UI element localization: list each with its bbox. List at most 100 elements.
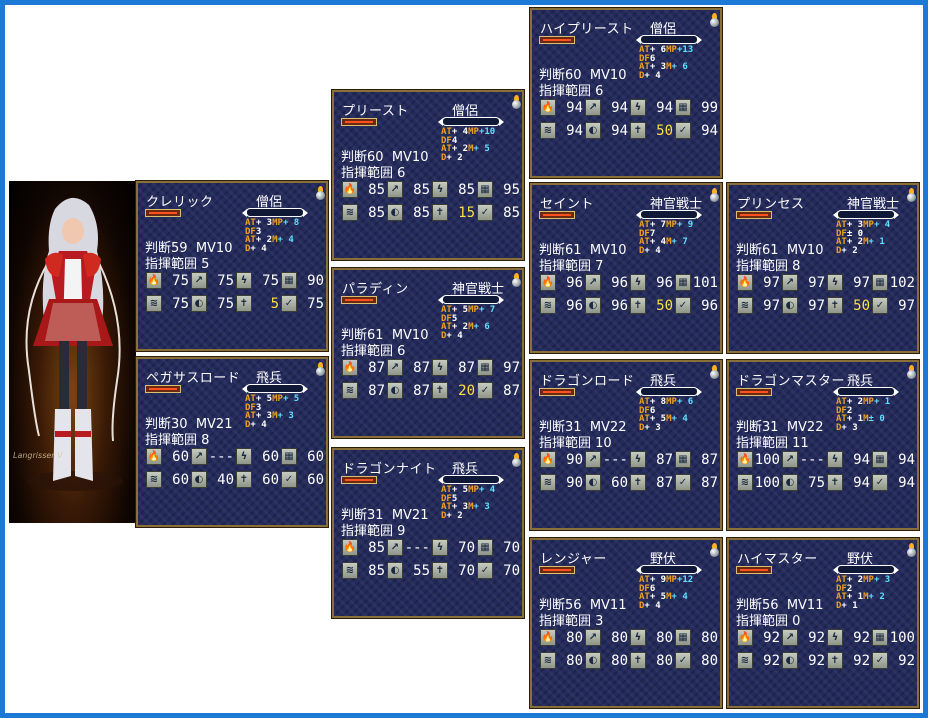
stat-row: ≋96◐96✝50✓96 <box>540 296 718 316</box>
class-card-dragonlord[interactable]: ドラゴンロード 飛兵 AT+ 8MP+ 6 DF6 AT+ 5M+ 4 D+ 3… <box>529 359 723 531</box>
class-card-cleric[interactable]: クレリック 僧侶 AT+ 3MP+ 8 DF3 AT+ 2M+ 4 D+ 4 判… <box>135 180 329 352</box>
block-icon: ▦ <box>872 274 888 291</box>
stat-value: 96 <box>656 275 673 291</box>
class-card-ranger[interactable]: レンジャー 野伏 AT+ 9MP+12 DF6 AT+ 5M+ 4 D+ 4 判… <box>529 537 723 709</box>
stat-value: 50 <box>656 123 673 139</box>
stat-value: 97 <box>763 275 780 291</box>
shield-icon: ✓ <box>675 122 691 139</box>
command-range: 指揮範囲 3 <box>539 614 604 629</box>
class-name: ハイマスター <box>737 552 818 567</box>
lightning-icon: ϟ <box>630 629 646 646</box>
stat-value: 101 <box>692 275 718 291</box>
stat-value: 80 <box>566 653 583 669</box>
class-card-pegasuslord[interactable]: ペガサスロード 飛兵 AT+ 5MP+ 5 DF3 AT+ 3M+ 3 D+ 4… <box>135 356 329 528</box>
range-left-arrow-icon <box>242 385 247 393</box>
cycle-icon: ◐ <box>782 297 798 314</box>
judgement-mv: 判断31 MV22 <box>736 420 824 435</box>
stat-value: --- <box>799 452 825 468</box>
stat-value: 96 <box>701 298 718 314</box>
cross-icon: ✝ <box>630 474 646 491</box>
block-icon: ▦ <box>675 99 691 116</box>
wind-icon: ≋ <box>737 297 753 314</box>
stat-value: 60 <box>172 472 189 488</box>
block-icon: ▦ <box>281 272 297 289</box>
stat-value: 94 <box>701 123 718 139</box>
stat-value: 94 <box>611 100 628 116</box>
stat-value: 87 <box>413 360 430 376</box>
command-range: 指揮範囲 9 <box>341 524 406 539</box>
class-card-priest[interactable]: プリースト 僧侶 AT+ 4MP+10 DF4 AT+ 2M+ 5 D+ 2 判… <box>331 89 525 261</box>
stat-value: 96 <box>566 298 583 314</box>
charge-icon: ↗ <box>585 274 601 291</box>
shield-icon: ✓ <box>872 652 888 669</box>
command-range: 指揮範囲 8 <box>145 433 210 448</box>
cycle-icon: ◐ <box>585 474 601 491</box>
stat-value: 5 <box>270 296 279 312</box>
stat-value: 75 <box>172 273 189 289</box>
cross-icon: ✝ <box>827 297 843 314</box>
stat-value: 70 <box>458 540 475 556</box>
orb-icon <box>314 362 326 379</box>
stat-value: 85 <box>413 205 430 221</box>
orb-icon <box>510 453 522 470</box>
range-bar <box>640 565 698 574</box>
stat-value: 55 <box>413 563 430 579</box>
hp-bar-icon <box>736 211 772 219</box>
wind-icon: ≋ <box>540 297 556 314</box>
stat-value: 90 <box>566 475 583 491</box>
stat-value: 100 <box>754 475 780 491</box>
range-left-arrow-icon <box>833 388 838 396</box>
class-role: 神官戦士 <box>650 197 703 212</box>
class-card-princess[interactable]: プリンセス 神官戦士 AT+ 3MP+ 4 DF± 0 AT+ 2M+ 1 D+… <box>726 182 920 354</box>
orb-icon <box>905 543 917 560</box>
stat-value: 50 <box>656 298 673 314</box>
stat-value: 94 <box>566 123 583 139</box>
range-bar <box>640 210 698 219</box>
class-name: プリンセス <box>737 197 805 212</box>
fire-icon: 🔥 <box>146 448 162 465</box>
charge-icon: ↗ <box>585 629 601 646</box>
stat-value: 92 <box>853 630 870 646</box>
orb-icon <box>708 13 720 30</box>
wind-icon: ≋ <box>540 652 556 669</box>
charge-icon: ↗ <box>191 448 207 465</box>
modifier-block: AT+ 3MP+ 8 DF3 AT+ 2M+ 4 D+ 4 <box>245 218 300 254</box>
stat-value: 97 <box>503 360 520 376</box>
cycle-icon: ◐ <box>387 382 403 399</box>
range-right-arrow-icon <box>499 118 504 126</box>
class-card-dragonmaster[interactable]: ドラゴンマスター 飛兵 AT+ 2MP+ 1 DF2 AT+ 1M± 0 D+ … <box>726 359 920 531</box>
stat-row: ≋92◐92✝92✓92 <box>737 651 915 671</box>
stat-value: 92 <box>763 653 780 669</box>
judgement-mv: 判断61 MV10 <box>539 243 627 258</box>
stat-value: 96 <box>611 298 628 314</box>
class-card-paladin[interactable]: パラディン 神官戦士 AT+ 5MP+ 7 DF5 AT+ 2M+ 6 D+ 4… <box>331 267 525 439</box>
hp-bar-icon <box>539 566 575 574</box>
charge-icon: ↗ <box>191 272 207 289</box>
command-range: 指揮範囲 7 <box>539 259 604 274</box>
wind-icon: ≋ <box>540 474 556 491</box>
lightning-icon: ϟ <box>827 629 843 646</box>
stat-value: 85 <box>413 182 430 198</box>
class-card-highmaster[interactable]: ハイマスター 野伏 AT+ 2MP+ 3 DF2 AT+ 1M+ 2 D+ 1 … <box>726 537 920 709</box>
class-card-dragonknight[interactable]: ドラゴンナイト 飛兵 AT+ 5MP+ 4 DF5 AT+ 3M+ 3 D+ 2… <box>331 447 525 619</box>
stat-value: 85 <box>368 563 385 579</box>
shield-icon: ✓ <box>675 474 691 491</box>
stat-value: 87 <box>656 475 673 491</box>
judgement-mv: 判断59 MV10 <box>145 241 233 256</box>
stat-value: 87 <box>701 475 718 491</box>
stat-value: 75 <box>217 296 234 312</box>
class-card-highpriest[interactable]: ハイプリースト 僧侶 AT+ 6MP+13 DF6 AT+ 3M+ 6 D+ 4… <box>529 7 723 179</box>
hp-bar-icon <box>539 388 575 396</box>
class-card-saint[interactable]: セイント 神官戦士 AT+ 7MP+ 9 DF7 AT+ 4M+ 7 D+ 4 … <box>529 182 723 354</box>
charge-icon: ↗ <box>782 274 798 291</box>
hp-bar-icon <box>341 118 377 126</box>
orb-icon <box>314 186 326 203</box>
stat-value: 75 <box>217 273 234 289</box>
cross-icon: ✝ <box>432 382 448 399</box>
range-right-arrow-icon <box>697 566 702 574</box>
